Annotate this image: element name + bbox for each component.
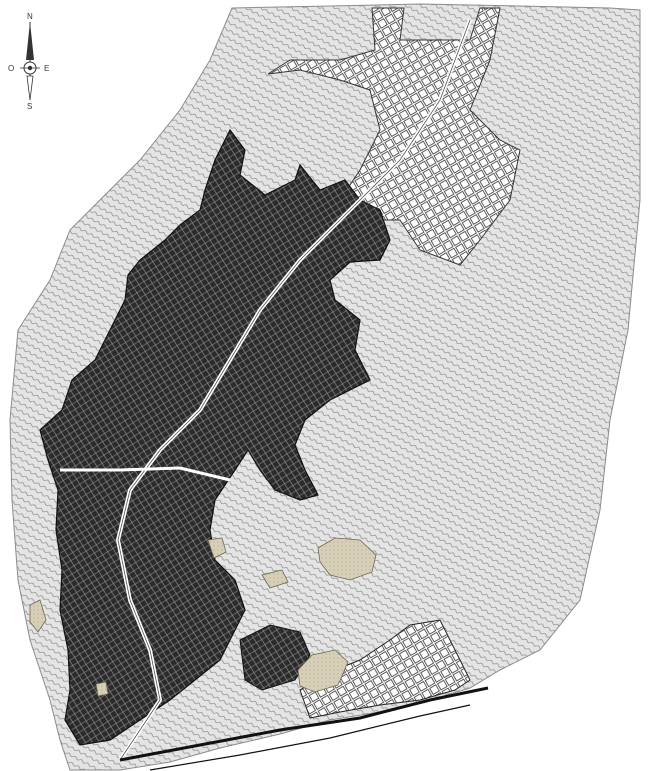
compass-west-label: O [8,64,14,73]
sand-area-large [317,537,377,581]
north-arrow-icon [26,22,34,60]
coastal-highway [119,686,489,762]
coastal-urban-east [299,619,471,719]
northern-grid-district [267,7,521,266]
compass-north-label: N [27,12,33,21]
coast-edge [149,704,471,771]
cross-road [60,466,231,482]
sand-area-small-1 [207,537,227,559]
sand-area-small-2 [261,569,289,589]
south-arrow-icon [26,75,34,101]
compass-east-label: E [44,64,49,73]
main-avenue-edge [117,19,471,761]
compass-rose: N S E O [8,12,49,111]
sand-area-coast [297,649,349,693]
compass-south-label: S [27,102,32,111]
sand-area-west [29,599,47,633]
sand-area-southwest [95,681,109,697]
